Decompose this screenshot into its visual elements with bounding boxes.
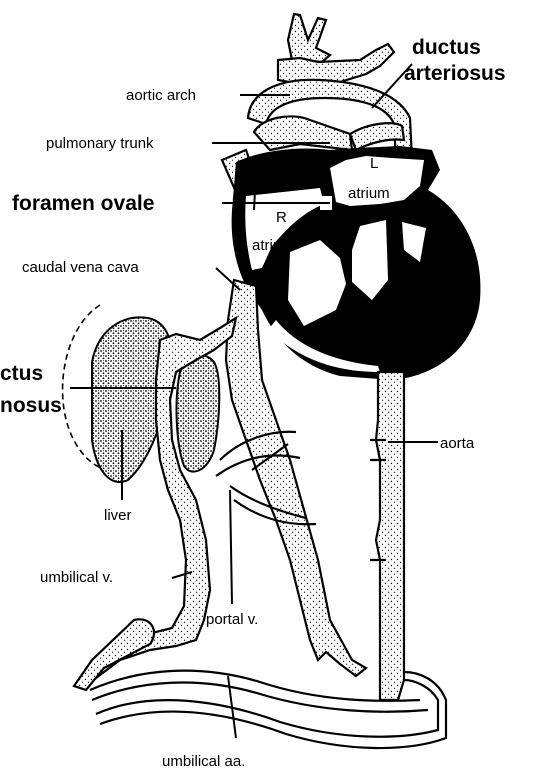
label-ductus-arteriosus-1: ductus [412, 36, 481, 59]
label-right-atrium-word: atrium [252, 237, 294, 254]
pulmonary-trunk [254, 116, 404, 150]
label-portal-v: portal v. [206, 611, 258, 628]
label-pulmonary-trunk: pulmonary trunk [46, 135, 154, 152]
label-left-atrium-letter: L [370, 155, 378, 172]
label-right-atrium-letter: R [276, 209, 287, 226]
label-ductus-venosus-2: nosus [0, 394, 62, 417]
label-umbilical-v: umbilical v. [40, 569, 113, 586]
label-umbilical-aa: umbilical aa. [162, 753, 245, 770]
label-aortic-arch: aortic arch [126, 87, 196, 104]
heart [232, 146, 481, 380]
liver [63, 305, 220, 482]
label-ductus-arteriosus-2: arteriosus [404, 62, 506, 85]
descending-aorta [370, 372, 404, 700]
label-foramen-ovale: foramen ovale [12, 192, 154, 215]
label-left-atrium-word: atrium [348, 185, 390, 202]
label-caudal-vena-cava: caudal vena cava [22, 259, 139, 276]
label-ductus-venosus-1: ctus [0, 362, 43, 385]
label-aorta: aorta [440, 435, 475, 452]
head-arteries [278, 14, 394, 84]
label-liver: liver [104, 507, 132, 524]
